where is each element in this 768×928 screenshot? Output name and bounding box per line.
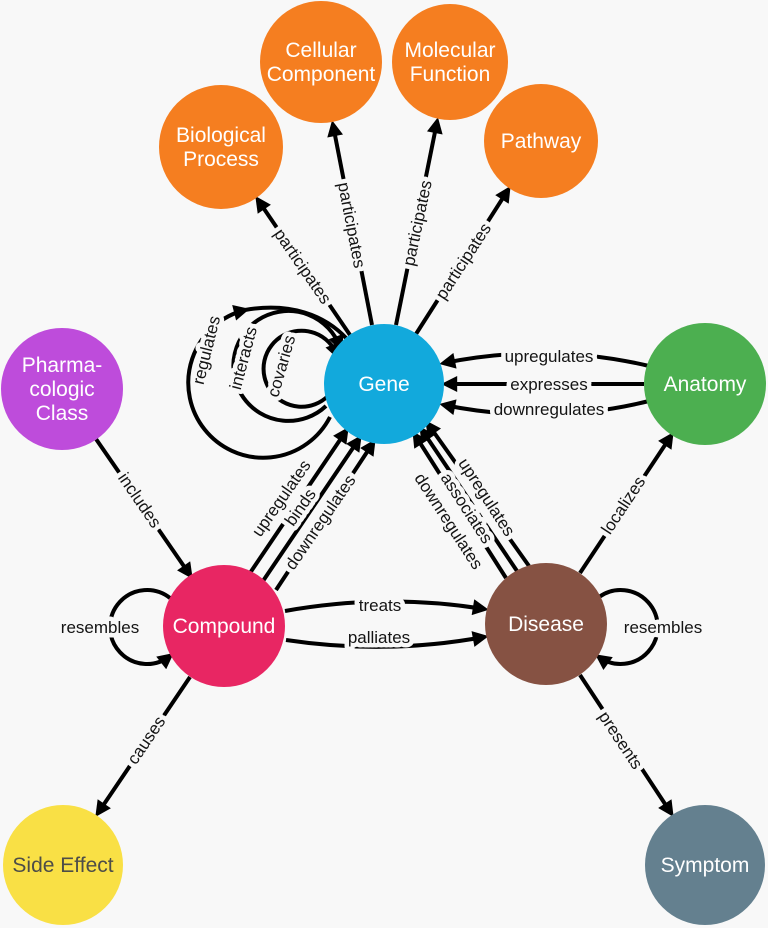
edge-line-compound-resembles-compound: [108, 588, 174, 670]
edge-anatomy-upregulates-gene: [439, 351, 650, 369]
edge-line-gene-regulates-gene: [186, 304, 332, 460]
edge-compound-palliates-disease: [285, 631, 489, 649]
node-label-compound: Compound: [173, 615, 276, 638]
edge-line-gene-participates-pathway: [414, 185, 511, 336]
node-circle-molecular-function: [392, 4, 508, 120]
edge-label-gene-interacts-gene: interacts: [226, 325, 261, 392]
edge-disease-upregulates-gene: [425, 420, 531, 568]
edge-line-disease-associates-gene: [419, 426, 519, 573]
edge-disease-downregulates-gene: [412, 430, 508, 580]
edge-line-disease-upregulates-gene: [425, 420, 531, 568]
node-symptom: Symptom: [645, 805, 765, 925]
edge-line-compound-binds-gene: [261, 435, 362, 583]
node-circle-cellular-component: [260, 1, 382, 123]
edge-line-compound-palliates-disease: [285, 631, 489, 649]
node-circle-anatomy: [644, 323, 766, 445]
edge-label-compound-causes-side-effect: causes: [123, 713, 169, 768]
edge-label-anatomy-upregulates-gene: upregulates: [505, 347, 594, 366]
edge-label-compound-treats-disease: treats: [359, 596, 402, 615]
edge-compound-upregulates-gene: [248, 427, 349, 575]
edge-gene-participates-pathway: [414, 185, 511, 336]
node-circle-biological-process: [159, 85, 283, 209]
edge-label-gene-participates-molecular-function: participates: [399, 179, 436, 268]
edge-label-gene-participates-pathway: participates: [432, 220, 495, 303]
edge-gene-participates-molecular-function: [394, 117, 443, 326]
edge-compound-binds-gene: [261, 435, 362, 583]
edge-anatomy-downregulates-gene: [439, 399, 650, 417]
edge-line-disease-downregulates-gene: [412, 430, 508, 580]
node-circle-compound: [163, 565, 285, 687]
edge-label-disease-localizes-anatomy: localizes: [598, 473, 650, 538]
edge-label-pharmacologic-class-includes-compound: includes: [114, 469, 165, 531]
edge-disease-localizes-anatomy: [578, 432, 674, 575]
edge-line-pharmacologic-class-includes-compound: [94, 437, 193, 579]
edge-label-anatomy-expresses-gene: expresses: [510, 375, 587, 394]
node-gene: Gene: [324, 324, 444, 444]
edge-label-gene-participates-biological-process: participates: [270, 225, 335, 307]
edge-line-gene-interacts-gene: [231, 308, 344, 423]
edge-line-compound-treats-disease: [284, 599, 489, 616]
node-label-anatomy: Anatomy: [664, 373, 747, 396]
edge-compound-causes-side-effect: [95, 675, 192, 817]
node-disease: Disease: [485, 563, 607, 685]
node-side-effect: Side Effect: [3, 805, 123, 925]
edge-pharmacologic-class-includes-compound: [94, 437, 193, 579]
edge-line-gene-participates-biological-process: [255, 196, 352, 337]
edge-disease-presents-symptom: [578, 673, 674, 818]
edge-label-disease-resembles-disease: resembles: [624, 618, 702, 637]
node-circle-symptom: [645, 805, 765, 925]
edge-disease-associates-gene: [419, 426, 519, 573]
node-anatomy: Anatomy: [644, 323, 766, 445]
edges-layer: [94, 117, 674, 818]
node-label-gene: Gene: [358, 373, 409, 396]
node-label-disease: Disease: [508, 613, 584, 636]
edge-label-anatomy-downregulates-gene: downregulates: [494, 400, 605, 419]
edge-line-compound-downregulates-gene: [274, 438, 376, 592]
edge-line-gene-participates-cellular-component: [327, 120, 374, 326]
node-label-pathway: Pathway: [501, 130, 582, 153]
node-label-side-effect: Side Effect: [12, 854, 113, 877]
edge-line-gene-covaries-gene: [261, 328, 341, 409]
edge-compound-treats-disease: [284, 599, 489, 616]
edge-line-anatomy-upregulates-gene: [439, 351, 650, 369]
edge-disease-resembles-disease: [595, 588, 660, 671]
edge-label-disease-presents-symptom: presents: [595, 708, 647, 773]
edge-line-gene-participates-molecular-function: [394, 117, 443, 326]
edge-line-disease-resembles-disease: [595, 588, 660, 671]
edge-gene-participates-biological-process: [255, 196, 352, 337]
edge-compound-resembles-compound: [108, 588, 174, 670]
edge-line-disease-presents-symptom: [578, 673, 674, 818]
edge-line-disease-localizes-anatomy: [578, 432, 674, 575]
edge-line-compound-upregulates-gene: [248, 427, 349, 575]
edge-label-gene-covaries-gene: covaries: [264, 333, 300, 399]
edge-label-gene-participates-cellular-component: participates: [334, 181, 369, 270]
node-pathway: Pathway: [484, 84, 598, 198]
node-circle-pharmacologic-class: [1, 328, 123, 450]
edge-gene-covaries-gene: [261, 328, 341, 409]
node-circle-side-effect: [3, 805, 123, 925]
edge-compound-downregulates-gene: [274, 438, 376, 592]
edge-line-compound-causes-side-effect: [95, 675, 192, 817]
edge-gene-participates-cellular-component: [327, 120, 374, 326]
node-compound: Compound: [163, 565, 285, 687]
edge-label-compound-palliates-disease: palliates: [348, 628, 410, 647]
node-circle-pathway: [484, 84, 598, 198]
edge-line-anatomy-downregulates-gene: [439, 399, 650, 417]
node-circle-disease: [485, 563, 607, 685]
edge-label-compound-resembles-compound: resembles: [61, 618, 139, 637]
node-circle-gene: [324, 324, 444, 444]
edge-gene-interacts-gene: [231, 308, 344, 423]
node-label-symptom: Symptom: [661, 854, 750, 877]
